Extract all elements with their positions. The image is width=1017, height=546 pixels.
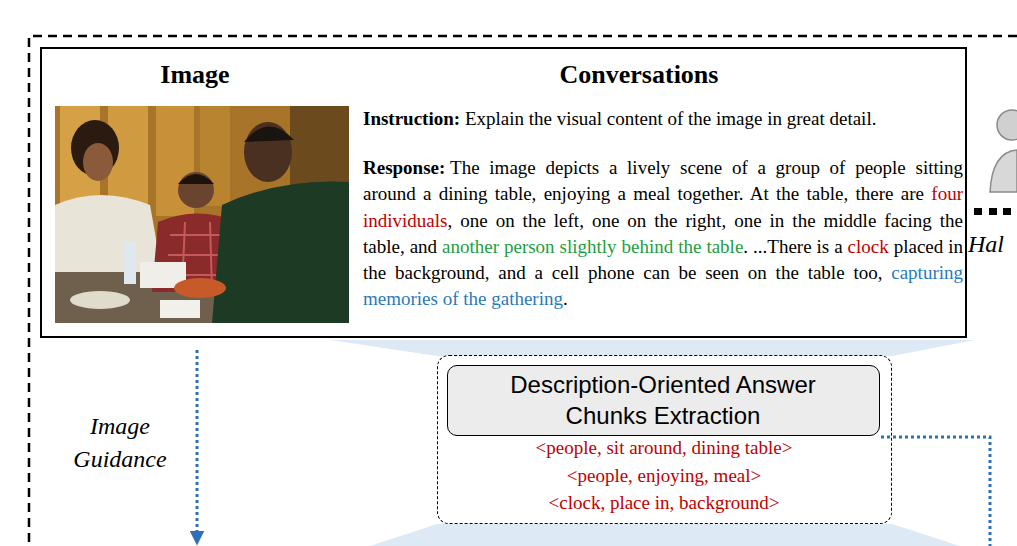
- illustration-part: [178, 174, 214, 184]
- outer-dashed-frame: [29, 36, 1017, 546]
- text-group: Response:The image depicts a lively scen…: [363, 155, 963, 313]
- conversation-panel: Image ConversationsInstruction:Explain th…: [40, 47, 967, 338]
- text-group: Instruction:Explain the visual content o…: [363, 106, 963, 132]
- person-icon: [990, 110, 1017, 192]
- body-text: .: [563, 288, 568, 309]
- guidance-arrow: [196, 350, 199, 538]
- body-text: <clock, place in, background>: [549, 492, 780, 513]
- annotation-text: Image Guidance: [60, 410, 180, 476]
- text-group: Image: [82, 59, 308, 91]
- body-text: another person slightly behind the table: [442, 236, 743, 257]
- illustration-part: [174, 278, 226, 298]
- text-group: <clock, place in, background>: [438, 491, 890, 515]
- funnel-band: [330, 340, 975, 356]
- body-text: Description-Oriented Answer Chunks Extra…: [510, 371, 822, 429]
- illustration-part: [55, 195, 162, 272]
- text-group: Conversations: [489, 59, 789, 91]
- illustration-part: [124, 242, 136, 284]
- cut-off-label: Hal: [968, 229, 1017, 259]
- body-text: <people, sit around, dining table>: [536, 437, 793, 458]
- photo: [55, 106, 349, 323]
- body-text: Conversations: [560, 60, 719, 89]
- process-box: Description-Oriented Answer Chunks Extra…: [447, 365, 880, 436]
- illustration-part: [83, 143, 113, 181]
- body-text: Explain the visual content of the image …: [465, 108, 877, 129]
- illustration-part: [212, 181, 349, 323]
- illustration-part: [160, 300, 200, 318]
- body-text: Image: [160, 60, 229, 89]
- illustration-part: [244, 126, 294, 142]
- text-group: <people, sit around, dining table>: [438, 436, 890, 460]
- illustration-part: [989, 208, 997, 215]
- text-group: <people, enjoying, meal>: [438, 464, 890, 488]
- body-text: <people, enjoying, meal>: [567, 465, 762, 486]
- body-text: clock: [848, 236, 889, 257]
- illustration-part: [70, 291, 130, 309]
- dotted-link: [881, 437, 990, 546]
- illustration-part: [178, 172, 214, 208]
- field-label: Instruction:: [363, 108, 460, 129]
- dash-connector: [974, 208, 1011, 215]
- chunk-panel: Description-Oriented Answer Chunks Extra…: [437, 355, 892, 524]
- text-group: Description-Oriented Answer Chunks Extra…: [510, 369, 816, 431]
- illustration-part: [990, 150, 1017, 192]
- illustration-part: [997, 110, 1017, 140]
- illustration-part: [55, 106, 349, 323]
- illustration-part: [974, 208, 982, 215]
- funnel-band: [370, 524, 960, 546]
- field-label: Response:: [363, 157, 445, 178]
- body-text: . ...There is a: [743, 236, 847, 257]
- body-text: The image depicts a lively scene of a gr…: [363, 157, 968, 204]
- illustration-part: [1003, 208, 1011, 215]
